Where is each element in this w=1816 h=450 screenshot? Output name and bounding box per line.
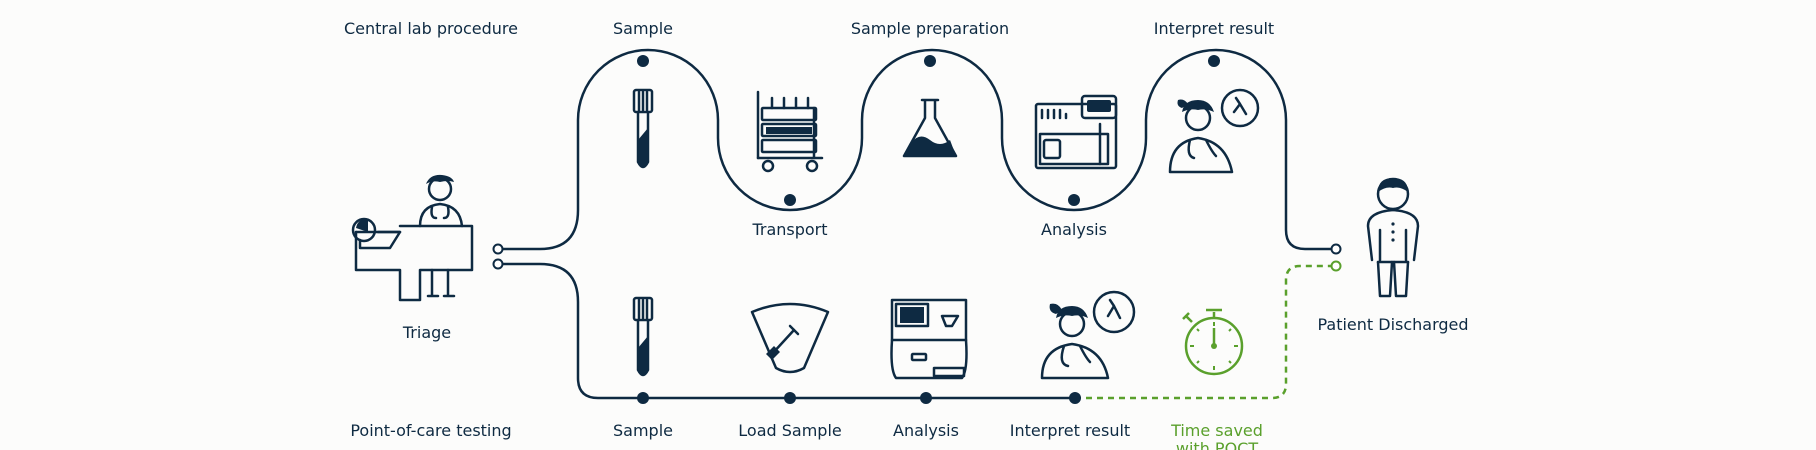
step-dot [924,55,936,67]
poct-path [496,262,1077,400]
step-label-transport: Transport [751,220,827,239]
triage-desk-icon [351,174,474,302]
step-label-analysis-top: Analysis [1041,220,1107,239]
triage-label: Triage [402,323,451,342]
step-dot [784,392,796,404]
step-dot [637,392,649,404]
step-dot [784,194,796,206]
stopwatch-icon [1182,308,1244,376]
patient-discharged-label: Patient Discharged [1317,315,1468,334]
step-label-sample-top: Sample [613,19,673,38]
transport-cart-icon [756,90,824,173]
step-label-analysis-bottom: Analysis [893,421,959,440]
time-saved-label-line2: with POCT [1176,439,1258,450]
step-dot [637,55,649,67]
step-label-interpret-bottom: Interpret result [1010,421,1130,440]
step-label-interpret-top: Interpret result [1154,19,1274,38]
sample-cassette-icon [750,302,830,374]
central-lab-path [496,48,1338,251]
step-label-load-sample: Load Sample [738,421,841,440]
step-label-sample-preparation: Sample preparation [851,19,1009,38]
sample-tube-icon [632,296,654,377]
central-lab-heading: Central lab procedure [344,19,518,38]
step-dot [1208,55,1220,67]
flask-icon [902,98,958,158]
doctor-icon [1168,88,1260,174]
poct-heading: Point-of-care testing [350,421,511,440]
time-saved-path [1075,264,1336,400]
lab-analyzer-icon [1034,94,1118,170]
path-start-node-bottom [492,258,504,270]
poct-analyzer-icon [890,298,968,380]
step-dot [1068,194,1080,206]
path-start-node-top [492,243,504,255]
sample-tube-icon [632,88,654,169]
patient-icon [1366,177,1420,298]
step-dot [1069,392,1081,404]
path-end-node-top [1330,243,1342,255]
path-end-node-bottom [1330,260,1342,272]
time-saved-label-line1: Time saved [1170,421,1263,440]
doctor-icon [1040,290,1136,380]
step-label-sample-bottom: Sample [613,421,673,440]
step-dot [920,392,932,404]
